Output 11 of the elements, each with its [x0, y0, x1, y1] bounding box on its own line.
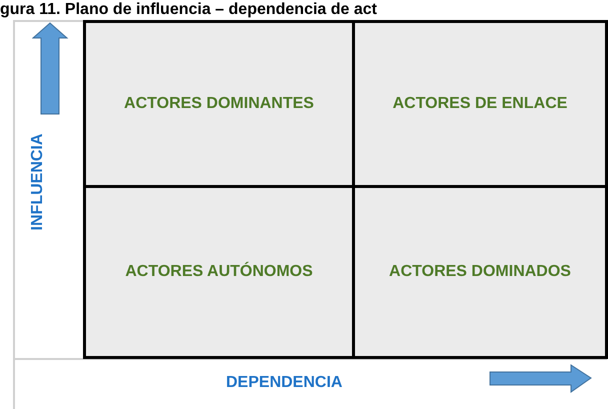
axis-label: INFLUENCIA — [29, 134, 47, 230]
quadrant-label: ACTORES AUTÓNOMOS — [125, 263, 313, 281]
quadrant-box — [352, 185, 608, 359]
quadrant-box — [83, 185, 355, 359]
quadrant-label: ACTORES DOMINADOS — [389, 263, 571, 281]
quadrant-box — [83, 20, 355, 188]
figure-title: gura 11. Plano de influencia – dependencia de act — [0, 0, 378, 19]
quadrant-label: ACTORES DE ENLACE — [392, 95, 568, 113]
quadrant-box — [352, 20, 608, 188]
axis-label: DEPENDENCIA — [226, 374, 342, 392]
quadrant-label: ACTORES DOMINANTES — [124, 95, 314, 113]
